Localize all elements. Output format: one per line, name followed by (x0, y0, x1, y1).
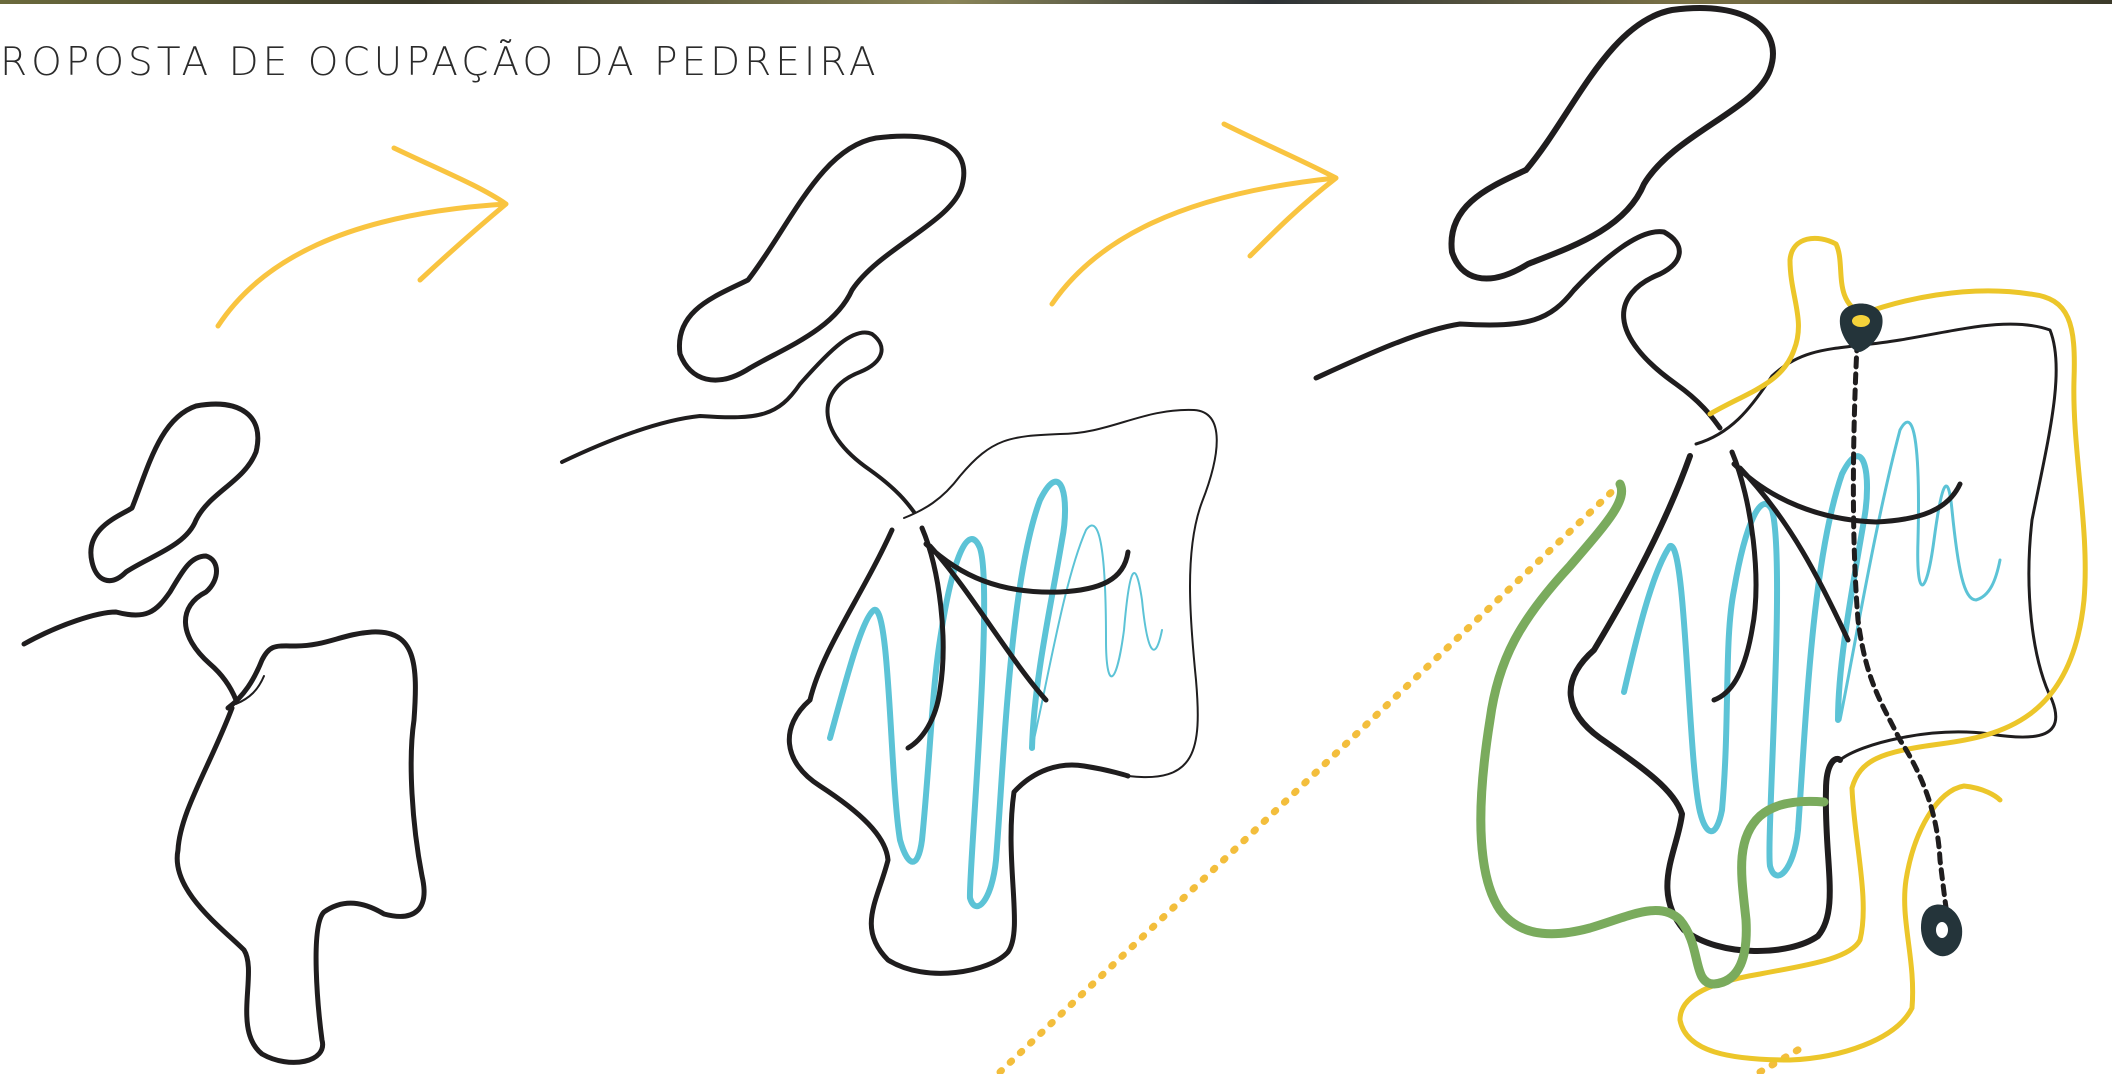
stage-1-main-body (177, 632, 424, 1062)
stage-2-water-thin (1032, 525, 1162, 748)
stage-2-water-scribble (830, 482, 1065, 907)
stage-1-upper-lobe (91, 404, 258, 580)
stage-2-main-body (789, 530, 1128, 973)
arrow-right-icon (1052, 124, 1336, 304)
stage-1-sketch (24, 148, 506, 1062)
stage-3-dotted-line (1000, 484, 1620, 1072)
stage-3-yellow-path (1680, 238, 2085, 1060)
stage-2-sketch (562, 124, 1336, 973)
stage-3-main-body (1571, 456, 1840, 951)
stage-2-neck (562, 332, 914, 512)
stage-3-water-scribble (1624, 456, 1867, 875)
stage-2-upper-lobe (679, 136, 963, 380)
stage-3-dashed-route (1853, 326, 1948, 920)
arrow-right-icon (218, 148, 506, 326)
stage-2-branch-lines (908, 528, 1128, 748)
stage-1-neck (24, 556, 236, 700)
stage-3-sketch (1000, 8, 2085, 1072)
stage-3-neck (1316, 232, 1720, 428)
stage-3-upper-lobe (1451, 8, 1773, 278)
location-marker-icon (1921, 905, 1962, 957)
